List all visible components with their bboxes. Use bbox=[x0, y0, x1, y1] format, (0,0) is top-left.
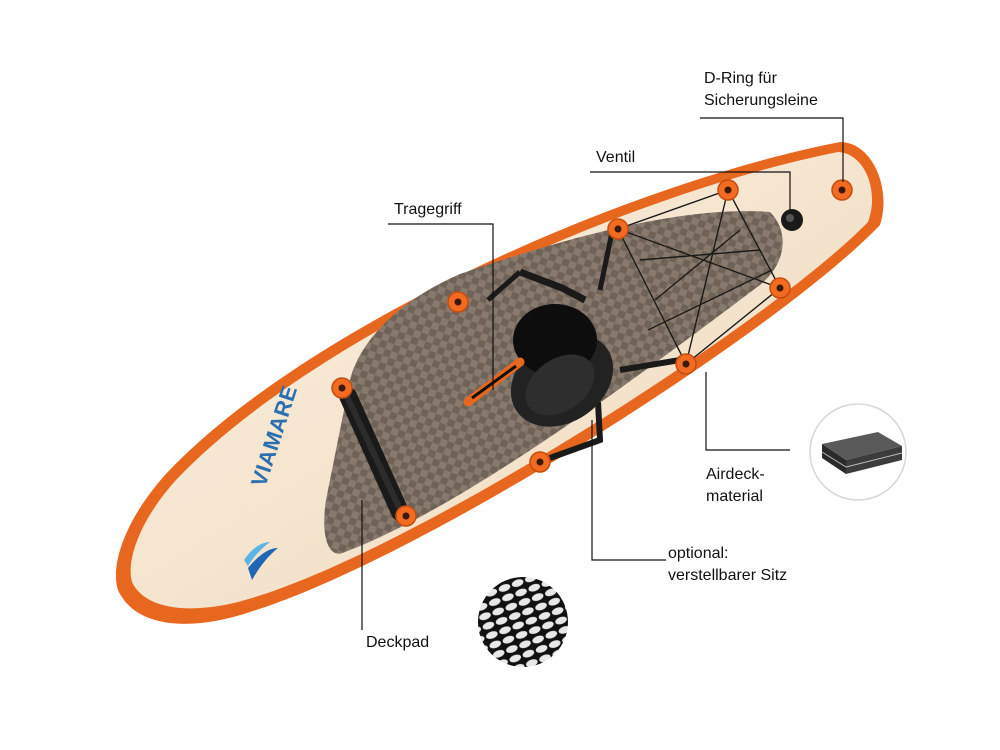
deckpad-texture-inset bbox=[478, 577, 568, 667]
callout-lines bbox=[361, 117, 844, 630]
kayak-seat bbox=[486, 231, 681, 461]
label-ventil: Ventil bbox=[596, 149, 636, 166]
label-seat-line-1: optional: bbox=[668, 545, 729, 562]
airdeck-material-inset bbox=[809, 403, 907, 501]
label-tragegriff: Tragegriff bbox=[394, 201, 462, 218]
label-seat: optional: verstellbarer Sitz bbox=[668, 543, 787, 587]
foam-handle bbox=[339, 387, 409, 521]
valve bbox=[781, 209, 803, 231]
label-airdeck-line-1: Airdeck- bbox=[706, 466, 765, 483]
label-d-ring: D-Ring für Sicherungsleine bbox=[704, 68, 818, 112]
label-d-ring-line-2: Sicherungsleine bbox=[704, 92, 818, 109]
label-airdeck-line-2: material bbox=[706, 488, 763, 505]
label-seat-line-2: verstellbarer Sitz bbox=[668, 567, 788, 584]
label-deckpad: Deckpad bbox=[366, 634, 430, 651]
brand-logo bbox=[244, 542, 278, 580]
label-airdeck: Airdeck- material bbox=[706, 464, 765, 508]
d-rings bbox=[331, 179, 853, 527]
label-d-ring-line-1: D-Ring für bbox=[704, 70, 777, 87]
